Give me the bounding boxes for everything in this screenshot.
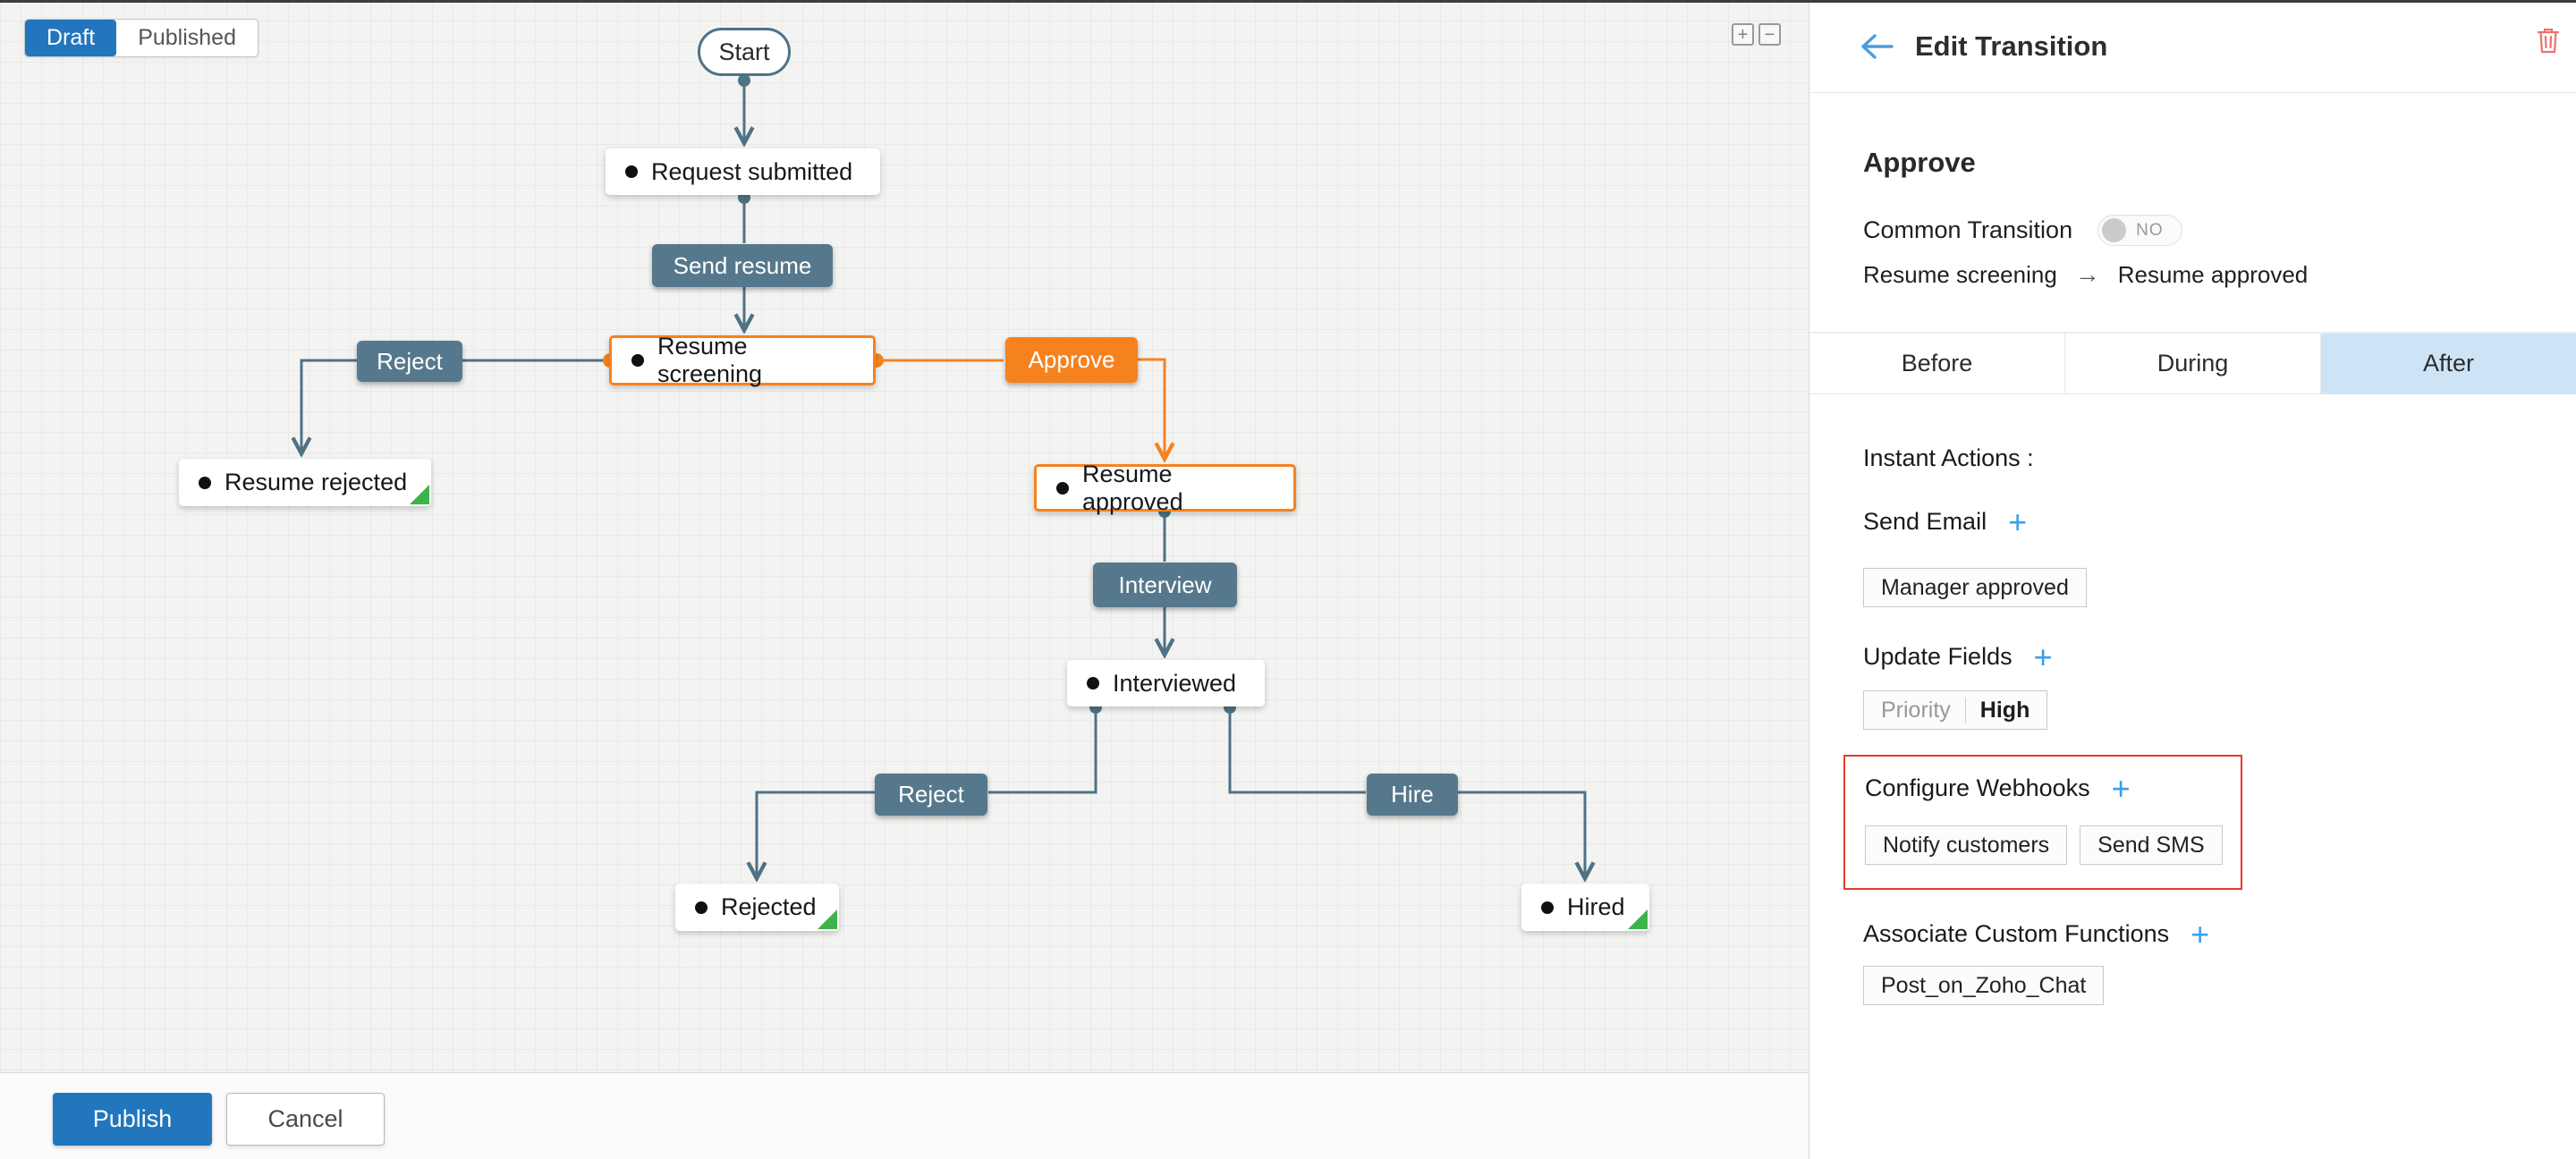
publish-button[interactable]: Publish: [53, 1093, 212, 1146]
window-top-edge: [0, 0, 2576, 3]
to-state: Resume approved: [2117, 260, 2309, 288]
start-node[interactable]: Start: [698, 28, 791, 76]
transition-interview[interactable]: Interview: [1093, 563, 1237, 607]
panel-header: Edit Transition: [1809, 0, 2576, 93]
tab-before[interactable]: Before: [1809, 334, 2065, 393]
transition-reject-interview[interactable]: Reject: [875, 774, 987, 816]
state-label: Interviewed: [1113, 669, 1237, 697]
plus-icon: +: [1737, 24, 1749, 45]
state-dot-icon: [1087, 677, 1099, 689]
add-webhook-icon[interactable]: +: [2111, 769, 2131, 807]
update-fields-items: Priority High: [1863, 690, 2522, 730]
custom-functions-label: Associate Custom Functions: [1863, 920, 2170, 947]
state-resume-approved[interactable]: Resume approved: [1034, 461, 1296, 515]
published-toggle-button[interactable]: Published: [138, 25, 236, 50]
state-dot-icon: [631, 354, 644, 367]
transition-summary: Approve Common Transition NO Resume scre…: [1809, 147, 2576, 289]
zoom-out-button[interactable]: −: [1758, 23, 1781, 46]
add-update-field-icon[interactable]: +: [2033, 638, 2053, 675]
webhook-chip[interactable]: Notify customers: [1865, 825, 2068, 865]
transition-send-resume[interactable]: Send resume: [652, 244, 833, 287]
toggle-state-text: NO: [2136, 221, 2164, 240]
update-fields-label: Update Fields: [1863, 643, 2012, 670]
draft-toggle-button[interactable]: Draft: [25, 20, 117, 56]
state-label: Request submitted: [651, 157, 853, 185]
panel-body: Instant Actions : Send Email + Manager a…: [1809, 394, 2576, 1005]
instant-actions-heading: Instant Actions :: [1863, 444, 2034, 471]
webhook-chip[interactable]: Send SMS: [2080, 825, 2223, 865]
minus-icon: −: [1764, 24, 1775, 45]
custom-function-items: Post_on_Zoho_Chat: [1863, 966, 2522, 1005]
state-request-submitted[interactable]: Request submitted: [606, 148, 880, 195]
back-arrow-icon[interactable]: [1860, 33, 1894, 60]
transition-hire[interactable]: Hire: [1367, 774, 1458, 816]
configure-webhooks-highlight-box: Configure Webhooks + Notify customers Se…: [1843, 755, 2242, 890]
right-arrow-icon: →: [2074, 260, 2100, 288]
send-email-row: Send Email +: [1863, 503, 2522, 540]
common-transition-toggle[interactable]: NO: [2097, 215, 2183, 246]
update-fields-row: Update Fields +: [1863, 638, 2522, 675]
transition-reject-screening[interactable]: Reject: [357, 341, 462, 382]
field-chip[interactable]: Priority High: [1863, 690, 2048, 730]
state-label: Hired: [1567, 893, 1625, 920]
toggle-knob: [2102, 218, 2127, 242]
from-state: Resume screening: [1863, 260, 2057, 288]
panel-title: Edit Transition: [1915, 30, 2108, 62]
transition-approve[interactable]: Approve: [1005, 337, 1138, 383]
send-email-label: Send Email: [1863, 508, 1987, 535]
state-interviewed[interactable]: Interviewed: [1067, 660, 1265, 706]
custom-function-chip[interactable]: Post_on_Zoho_Chat: [1863, 966, 2105, 1005]
state-resume-screening[interactable]: Resume screening: [609, 333, 876, 387]
state-dot-icon: [1541, 901, 1554, 914]
state-label: Resume approved: [1082, 460, 1183, 515]
add-send-email-icon[interactable]: +: [2008, 503, 2028, 540]
state-hired[interactable]: Hired: [1521, 884, 1649, 931]
zoom-in-button[interactable]: +: [1732, 23, 1754, 46]
transition-path: Resume screening → Resume approved: [1863, 260, 2522, 289]
state-dot-icon: [695, 901, 708, 914]
flow-canvas[interactable]: Draft Published + −: [0, 0, 1809, 1159]
configure-webhooks-label: Configure Webhooks: [1865, 774, 2090, 801]
mode-toggle: Draft Published: [24, 19, 258, 57]
common-transition-label: Common Transition: [1863, 216, 2073, 243]
trash-icon[interactable]: [2537, 27, 2560, 54]
state-resume-rejected[interactable]: Resume rejected: [179, 459, 431, 506]
canvas-footer: Publish Cancel: [0, 1072, 1809, 1159]
tab-after[interactable]: After: [2321, 334, 2576, 393]
field-name: Priority: [1881, 697, 1966, 723]
send-email-items: Manager approved: [1863, 568, 2522, 607]
state-dot-icon: [199, 476, 211, 489]
webhook-items: Notify customers Send SMS: [1865, 825, 2223, 865]
timing-tabs: Before During After: [1809, 332, 2576, 394]
state-label: Resume rejected: [225, 469, 408, 495]
state-rejected[interactable]: Rejected: [675, 884, 839, 931]
tab-during[interactable]: During: [2065, 334, 2321, 393]
custom-functions-row: Associate Custom Functions +: [1863, 915, 2522, 952]
edit-transition-panel: Edit Transition Approve Common Transitio…: [1809, 0, 2576, 1159]
email-chip[interactable]: Manager approved: [1863, 568, 2087, 607]
configure-webhooks-row: Configure Webhooks +: [1865, 769, 2223, 807]
common-transition-row: Common Transition NO: [1863, 215, 2522, 246]
state-dot-icon: [1056, 481, 1069, 495]
transition-name: Approve: [1863, 147, 1976, 178]
add-custom-function-icon[interactable]: +: [2190, 915, 2210, 952]
canvas-zoom-controls: + −: [1732, 23, 1781, 46]
field-value: High: [1979, 697, 2030, 723]
state-label: Resume screening: [657, 333, 763, 387]
state-dot-icon: [625, 165, 638, 178]
state-label: Rejected: [721, 893, 817, 920]
cancel-button[interactable]: Cancel: [226, 1093, 385, 1146]
